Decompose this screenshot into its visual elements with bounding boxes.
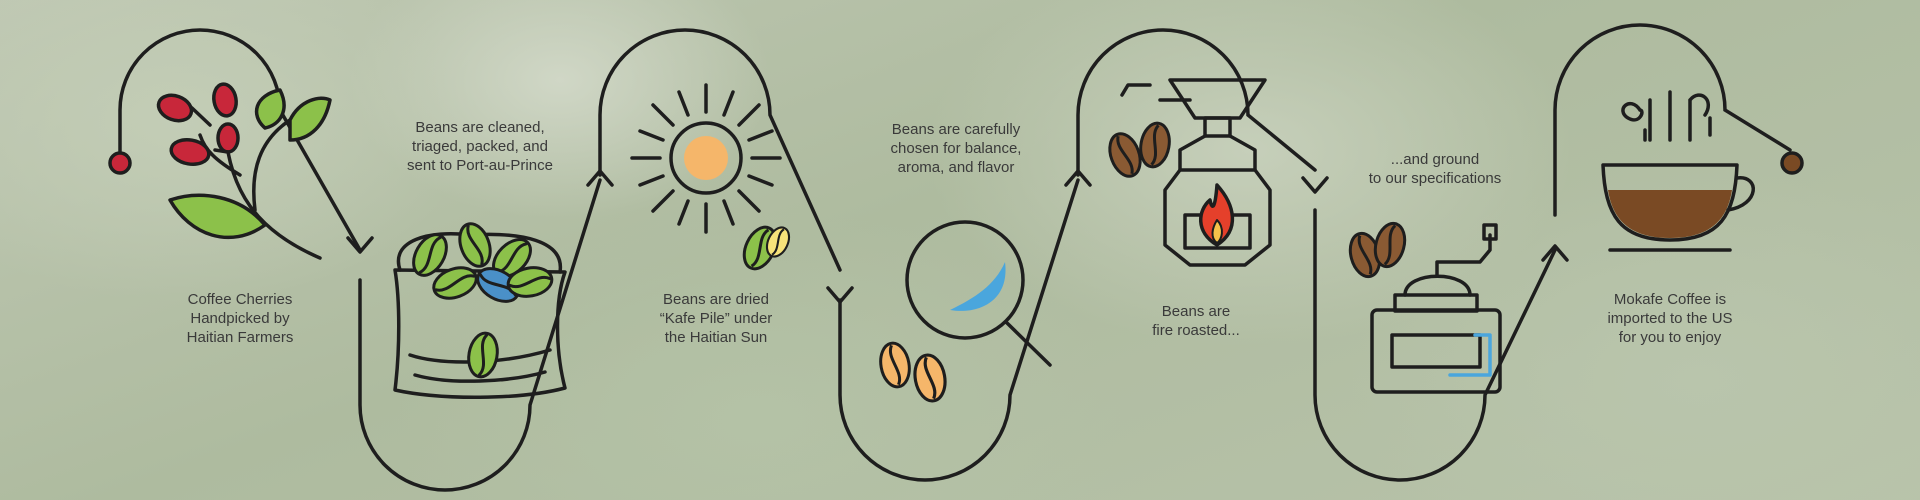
coffee-branch-icon xyxy=(156,82,332,260)
start-dot xyxy=(108,151,132,175)
flow-path xyxy=(118,23,1792,492)
arrow-up-icon xyxy=(1541,244,1569,262)
coffee-cup-icon xyxy=(1601,90,1755,252)
step-1-caption: Coffee Cherries Handpicked by Haitian Fa… xyxy=(186,291,294,346)
end-dot xyxy=(1780,151,1804,175)
step-6-caption: ...and ground to our specifications xyxy=(1368,151,1502,187)
arrow-down-icon xyxy=(1301,176,1329,194)
sun-icon xyxy=(630,83,782,234)
ground-beans-icon xyxy=(1344,218,1411,282)
arrow-down-icon xyxy=(346,236,374,254)
roaster-icon xyxy=(1120,78,1272,267)
step-7-caption: Mokafe Coffee is imported to the US for … xyxy=(1607,291,1733,346)
step-3-caption: Beans are dried “Kafe Pile” under the Ha… xyxy=(659,291,773,346)
step-2-caption: Beans are cleaned, triaged, packed, and … xyxy=(407,119,553,174)
arrow-up-icon xyxy=(586,169,614,187)
bean-sack-icon xyxy=(393,217,567,399)
grinder-icon xyxy=(1370,223,1502,394)
step-5-caption: Beans are fire roasted... xyxy=(1152,303,1240,339)
drying-beans-icon xyxy=(736,220,795,276)
arrow-up-icon xyxy=(1064,169,1092,187)
arrow-down-icon xyxy=(826,286,854,304)
step-4-caption: Beans are carefully chosen for balance, … xyxy=(890,121,1022,176)
roasted-beans-icon xyxy=(1102,119,1175,182)
magnifier-icon xyxy=(905,220,1052,367)
selected-beans-icon xyxy=(875,339,951,405)
